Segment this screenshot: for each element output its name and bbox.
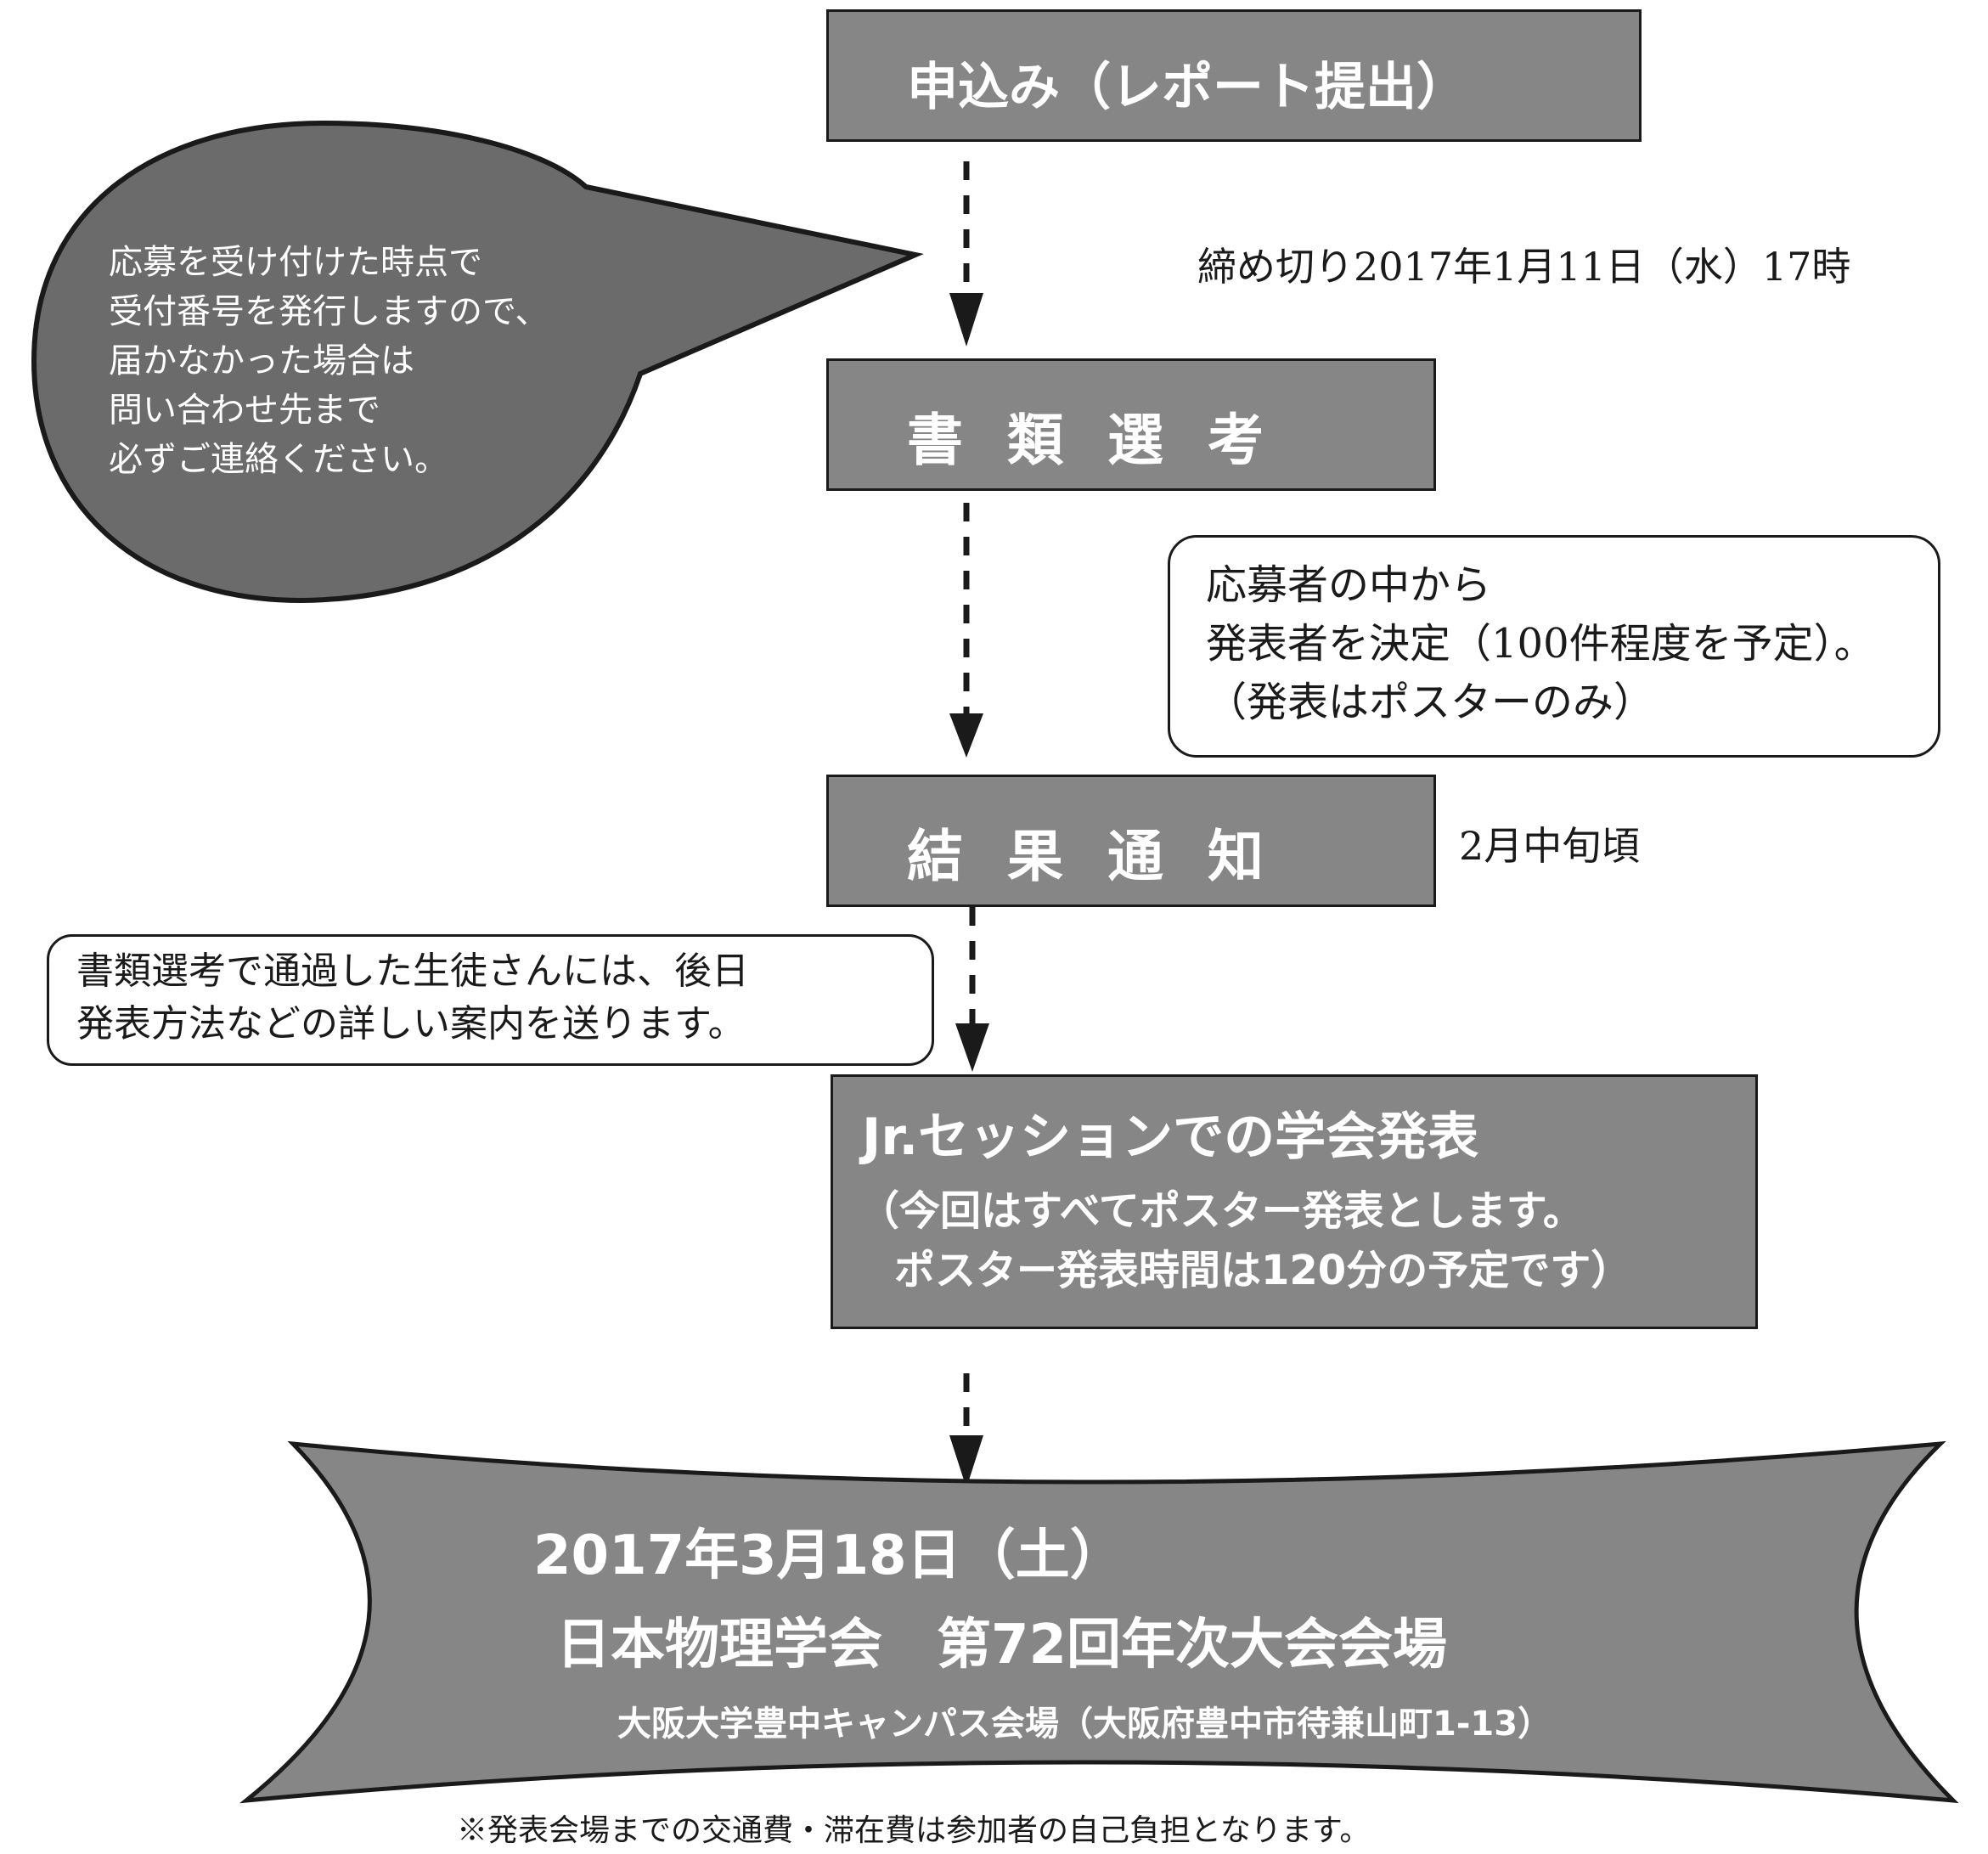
step-apply-box: 申込み（レポート提出） (826, 9, 1642, 142)
selection-note-line: （発表はポスターのみ） (1206, 679, 1655, 726)
bubble-line: 必ずご連絡ください。 (109, 440, 448, 479)
step-notice-title: 結果通知 (907, 824, 1308, 889)
selection-note-line: 発表者を決定（100件程度を予定）。 (1206, 620, 1875, 668)
event-date: 2017年3月18日（土） (533, 1524, 1124, 1587)
bubble-line: 問い合わせ先まで (109, 391, 380, 430)
selection-note-box: 応募者の中から 発表者を決定（100件程度を予定）。 （発表はポスターのみ） (1168, 535, 1940, 758)
guide-note-text: 書類選考で通過した生徒さんには、後日 発表方法などの詳しい案内を送ります。 (76, 945, 749, 1051)
step-notice-box: 結果通知 (826, 775, 1436, 907)
arrowhead-down-icon (949, 293, 983, 347)
arrowhead-down-icon (955, 1023, 989, 1072)
bubble-note: 応募を受け付けた時点で 受付番号を発行しますので、 届かなかった場合は 問い合わ… (109, 238, 549, 484)
event-banner-shape (239, 1440, 1959, 1804)
selection-note-line: 応募者の中から (1206, 561, 1492, 609)
arrowhead-down-icon (949, 1435, 983, 1488)
speech-bubble-shape (31, 120, 924, 604)
guide-note-line: 書類選考で通過した生徒さんには、後日 (76, 950, 749, 993)
step-screening-title: 書類選考 (907, 408, 1308, 473)
step-screening-box: 書類選考 (826, 358, 1436, 491)
notice-timing-text: 2月中旬頃 (1459, 823, 1641, 869)
deadline-text: 締め切り2017年1月11日（水）17時 (1197, 244, 1851, 290)
step-session-box: Jr.セッションでの学会発表 （今回はすべてポスター発表とします。 ポスター発表… (831, 1074, 1758, 1329)
step-session-title: Jr.セッションでの学会発表 (862, 1107, 1479, 1167)
event-address: 大阪大学豊中キャンパス会場（大阪府豊中市待兼山町1-13） (617, 1705, 1552, 1744)
footnote: ※発表会場までの交通費・滞在費は参加者の自己負担となります。 (457, 1813, 1371, 1848)
guide-note-box: 書類選考で通過した生徒さんには、後日 発表方法などの詳しい案内を送ります。 (47, 934, 934, 1066)
step-session-line2: ポスター発表時間は120分の予定です） (894, 1247, 1632, 1294)
step-session-line1: （今回はすべてポスター発表とします。 (859, 1187, 1584, 1235)
event-venue: 日本物理学会 第72回年次大会会場 (556, 1614, 1448, 1676)
step-apply-title: 申込み（レポート提出） (907, 58, 1467, 117)
bubble-line: 届かなかった場合は (109, 341, 414, 380)
arrowhead-down-icon (949, 713, 983, 758)
bubble-line: 応募を受け付けた時点で (109, 243, 482, 282)
selection-note-text: 応募者の中から 発表者を決定（100件程度を予定）。 （発表はポスターのみ） (1206, 556, 1875, 732)
bubble-line: 受付番号を発行しますので、 (109, 292, 549, 331)
guide-note-line: 発表方法などの詳しい案内を送ります。 (76, 1002, 746, 1045)
